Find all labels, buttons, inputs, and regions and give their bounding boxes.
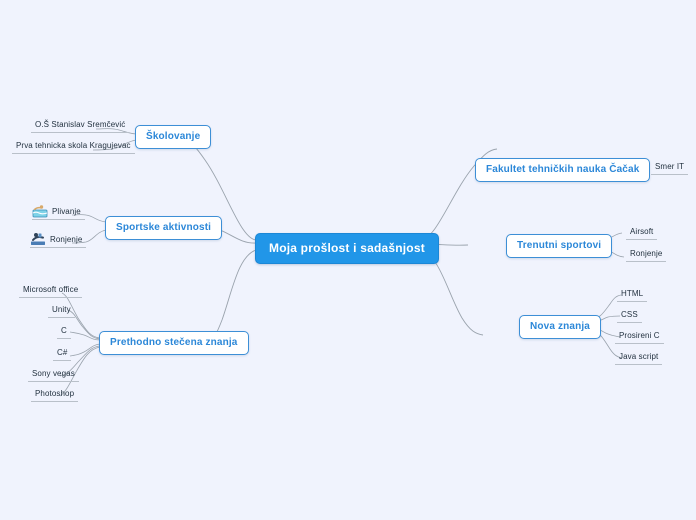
leaf-label: Plivanje [52,207,81,216]
leaf-node-ronjenje[interactable]: Ronjenje [30,231,87,248]
swimming-icon [32,203,48,218]
leaf-node-sony-vegas[interactable]: Sony vegas [28,368,79,382]
branch-node-skolovanje[interactable]: Školovanje [135,125,212,149]
leaf-node-css[interactable]: CSS [617,309,642,323]
diving-icon [30,231,46,246]
branch-node-trenutni-sportovi[interactable]: Trenutni sportovi [506,234,613,258]
leaf-node-os-stanislav-sremcevic[interactable]: O.Š Stanislav Sremčević [31,119,130,133]
leaf-node-java-script[interactable]: Java script [615,351,663,365]
leaf-node-microsoft-office[interactable]: Microsoft office [19,284,83,298]
leaf-node-c-sharp[interactable]: C# [53,347,72,361]
leaf-node-smer-it[interactable]: Smer IT [651,161,689,175]
leaf-node-airsoft[interactable]: Airsoft [626,226,658,240]
branch-node-prethodno-stecena-znanja[interactable]: Prethodno stečena znanja [99,331,249,355]
edge-root-prethodno [207,249,257,343]
branch-node-nova-znanja[interactable]: Nova znanja [519,315,601,339]
leaf-node-photoshop[interactable]: Photoshop [31,388,79,402]
edge-prethodno-3 [69,331,101,341]
leaf-node-unity[interactable]: Unity [48,304,75,318]
root-node[interactable]: Moja prošlost i sadašnjost [255,233,439,264]
branch-node-fakultet[interactable]: Fakultet tehničkih nauka Čačak [475,158,651,182]
edge-prethodno-4 [69,343,101,357]
leaf-node-prosireni-c[interactable]: Prosireni C [615,330,664,344]
leaf-node-c[interactable]: C [57,325,71,339]
leaf-node-ronjenje-trenutni[interactable]: Ronjenje [626,248,667,262]
leaf-node-prva-tehnicka-skola-kragujevac[interactable]: Prva tehnicka skola Kragujevac [12,140,135,154]
branch-node-sportske-aktivnosti[interactable]: Sportske aktivnosti [105,216,223,240]
leaf-node-html[interactable]: HTML [617,288,648,302]
leaf-label: Ronjenje [50,235,83,244]
leaf-node-plivanje[interactable]: Plivanje [32,203,85,220]
